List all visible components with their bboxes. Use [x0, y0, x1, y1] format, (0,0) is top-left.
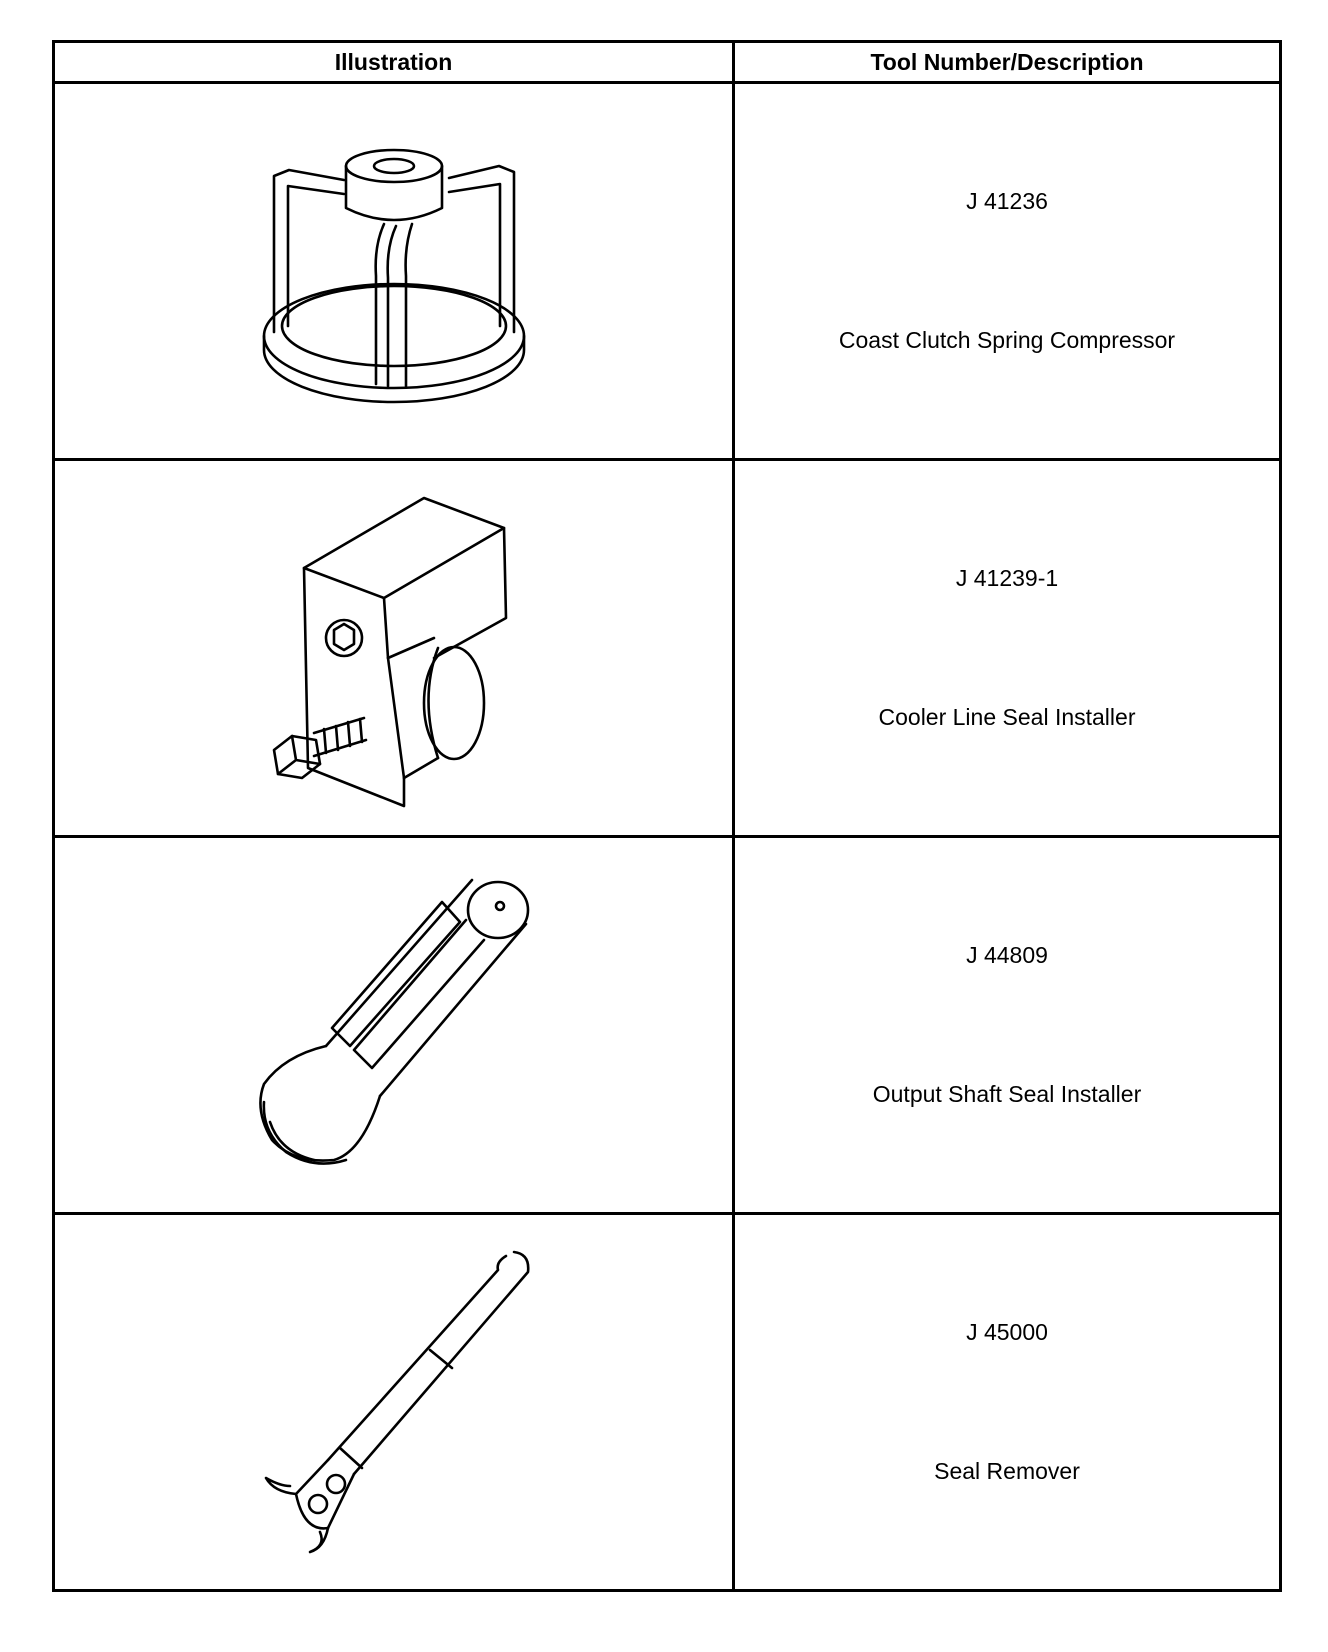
seal-remover-hook-icon: [264, 1250, 530, 1554]
tool-table: Illustration Tool Number/Description: [52, 40, 1282, 1592]
description-cell: J 41239-1 Cooler Line Seal Installer: [732, 458, 1282, 838]
spring-compressor-icon: [262, 148, 525, 404]
illustration-cell: [52, 835, 735, 1215]
shaft-seal-installer-icon: [258, 878, 529, 1165]
tool-description: Seal Remover: [934, 1458, 1080, 1484]
header-row: Illustration Tool Number/Description: [52, 40, 1282, 84]
tool-number: J 41239-1: [955, 565, 1059, 591]
illustration-cell: [52, 458, 735, 838]
header-tool-number-description: Tool Number/Description: [732, 40, 1282, 84]
tool-number: J 45000: [966, 1319, 1048, 1345]
illustration-cell: [52, 81, 735, 461]
description-cell: J 45000 Seal Remover: [732, 1212, 1282, 1592]
header-illustration: Illustration: [52, 40, 735, 84]
tool-description: Cooler Line Seal Installer: [878, 704, 1136, 730]
tool-description: Coast Clutch Spring Compressor: [838, 327, 1176, 353]
seal-installer-block-icon: [272, 496, 507, 808]
description-cell: J 44809 Output Shaft Seal Installer: [732, 835, 1282, 1215]
tool-description: Output Shaft Seal Installer: [872, 1081, 1142, 1107]
tool-number: J 44809: [966, 942, 1048, 968]
table-row: J 41236 Coast Clutch Spring Compressor: [52, 81, 1282, 461]
table-row: J 44809 Output Shaft Seal Installer: [52, 835, 1282, 1215]
table-row: J 45000 Seal Remover: [52, 1212, 1282, 1592]
illustration-cell: [52, 1212, 735, 1592]
table-row: J 41239-1 Cooler Line Seal Installer: [52, 458, 1282, 838]
tool-number: J 41236: [966, 188, 1048, 214]
description-cell: J 41236 Coast Clutch Spring Compressor: [732, 81, 1282, 461]
